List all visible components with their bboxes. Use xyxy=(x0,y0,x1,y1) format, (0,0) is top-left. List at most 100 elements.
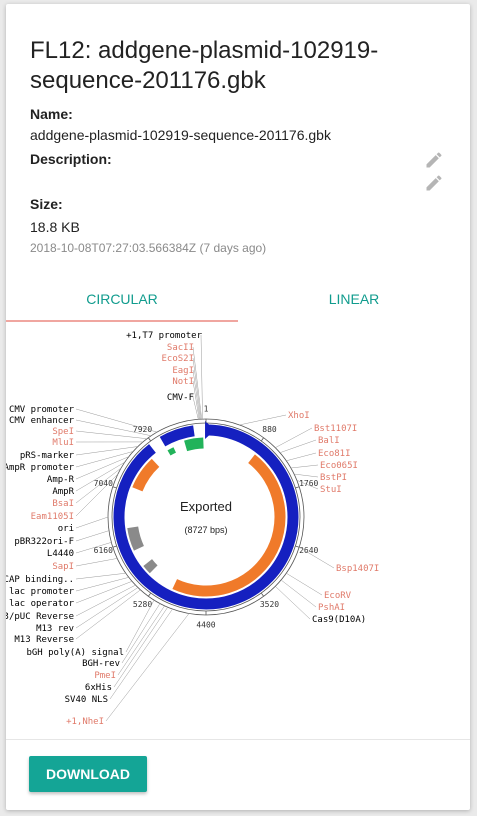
leader-line xyxy=(239,414,287,426)
divider xyxy=(6,739,470,740)
leader-line xyxy=(75,542,112,554)
map-label: SV40 NLS xyxy=(65,695,108,705)
tab-circular[interactable]: CIRCULAR xyxy=(6,280,238,322)
feature-lac xyxy=(143,559,158,574)
ring-tick xyxy=(112,545,117,548)
tick-label: 3520 xyxy=(260,600,279,609)
pencil-icon[interactable] xyxy=(424,173,444,193)
map-title: Exported xyxy=(180,499,232,514)
ring-tick xyxy=(112,486,117,489)
leader-line xyxy=(75,451,134,468)
leader-line xyxy=(109,608,173,700)
leader-line xyxy=(192,357,202,420)
map-label: lac promoter xyxy=(9,587,75,597)
leader-line xyxy=(192,380,200,420)
leader-line xyxy=(113,607,168,688)
pencil-icon[interactable] xyxy=(424,150,444,170)
ring-tick xyxy=(295,545,300,548)
map-label: Amp-R xyxy=(47,475,75,485)
description-label: Description: xyxy=(30,151,112,167)
map-label: AmpR xyxy=(52,487,74,497)
map-label: pBR322ori-F xyxy=(14,537,74,547)
feature-ampr xyxy=(132,458,160,492)
map-label: SapI xyxy=(52,562,74,572)
leader-line xyxy=(75,584,136,617)
map-label: Cas9(D10A) xyxy=(312,615,366,625)
leader-line xyxy=(290,464,319,469)
map-label: M13 rev xyxy=(36,624,74,634)
leader-line xyxy=(75,558,118,567)
leader-line xyxy=(299,547,335,569)
map-label: SpeI xyxy=(52,427,74,437)
leader-line xyxy=(192,346,202,420)
leader-line xyxy=(75,456,129,480)
map-label: CMV-F xyxy=(167,393,194,403)
timestamp: 2018-10-08T07:27:03.566384Z (7 days ago) xyxy=(30,241,267,255)
leader-line xyxy=(105,613,190,722)
leader-line xyxy=(296,480,319,490)
leader-line xyxy=(75,461,125,492)
tab-linear[interactable]: LINEAR xyxy=(328,291,380,307)
size-value: 18.8 KB xyxy=(30,219,80,235)
ring-tick xyxy=(295,486,300,489)
leader-line xyxy=(192,369,201,420)
tick-label: 2640 xyxy=(299,546,318,555)
map-label: BalI xyxy=(318,436,340,446)
map-label: SacII xyxy=(167,343,194,353)
map-label: EagI xyxy=(172,366,194,376)
map-label: bGH poly(A) signal xyxy=(26,648,124,658)
leader-line xyxy=(275,586,311,620)
map-label: pRS-marker xyxy=(20,451,75,461)
map-label: Bsp1407I xyxy=(336,564,379,574)
map-label: XhoI xyxy=(288,411,310,421)
feature-cas9 xyxy=(172,454,286,597)
inner-ring xyxy=(111,422,301,612)
map-label: EcoRV xyxy=(324,591,352,601)
feature-ori xyxy=(127,526,144,551)
map-label: Bst1107I xyxy=(314,424,357,434)
plasmid-map-svg[interactable]: 188017602640352044005280616070407920Expo… xyxy=(6,322,470,742)
leader-line xyxy=(75,572,126,580)
map-label: M13 Reverse xyxy=(14,635,74,645)
leader-line xyxy=(75,446,138,456)
tick-label: 1760 xyxy=(299,479,318,488)
backbone-arrowhead xyxy=(205,421,216,440)
leader-line xyxy=(125,599,155,653)
map-label: BstPI xyxy=(320,473,347,483)
name-value: addgene-plasmid-102919-sequence-201176.g… xyxy=(30,127,331,143)
ring-tick xyxy=(148,592,152,597)
leader-line xyxy=(192,396,199,420)
map-label: CAP binding.. xyxy=(6,575,74,585)
ring-tick xyxy=(148,437,152,442)
map-label: PmeI xyxy=(94,671,116,681)
leader-line xyxy=(75,473,119,517)
map-label: StuI xyxy=(320,485,342,495)
view-tabs: CIRCULAR LINEAR xyxy=(6,280,470,322)
map-label: ori xyxy=(58,524,74,534)
map-label: MluI xyxy=(52,438,74,448)
size-label: Size: xyxy=(30,196,63,212)
ring-tick xyxy=(260,437,264,442)
leader-line xyxy=(117,605,165,676)
leader-line xyxy=(75,419,152,436)
leader-line xyxy=(279,439,317,453)
map-label: +1,T7 promoter xyxy=(126,331,202,341)
leader-line xyxy=(75,430,148,439)
tick-label: 6160 xyxy=(94,546,113,555)
leader-line xyxy=(121,603,161,664)
file-card: FL12: addgene-plasmid-102919-sequence-20… xyxy=(6,4,470,810)
map-label: CMV enhancer xyxy=(9,416,75,426)
leader-line xyxy=(294,473,319,478)
map-label: NotI xyxy=(172,377,194,387)
leader-line xyxy=(275,427,313,448)
map-label: BGH-rev xyxy=(82,659,120,669)
download-button[interactable]: DOWNLOAD xyxy=(29,756,147,792)
backbone-arc xyxy=(113,424,299,610)
tick-label: 7040 xyxy=(94,479,113,488)
leader-line xyxy=(75,581,133,604)
map-label: L4440 xyxy=(47,549,74,559)
leader-line xyxy=(75,408,158,433)
leader-line xyxy=(75,577,129,592)
map-label: BsaI xyxy=(52,499,74,509)
